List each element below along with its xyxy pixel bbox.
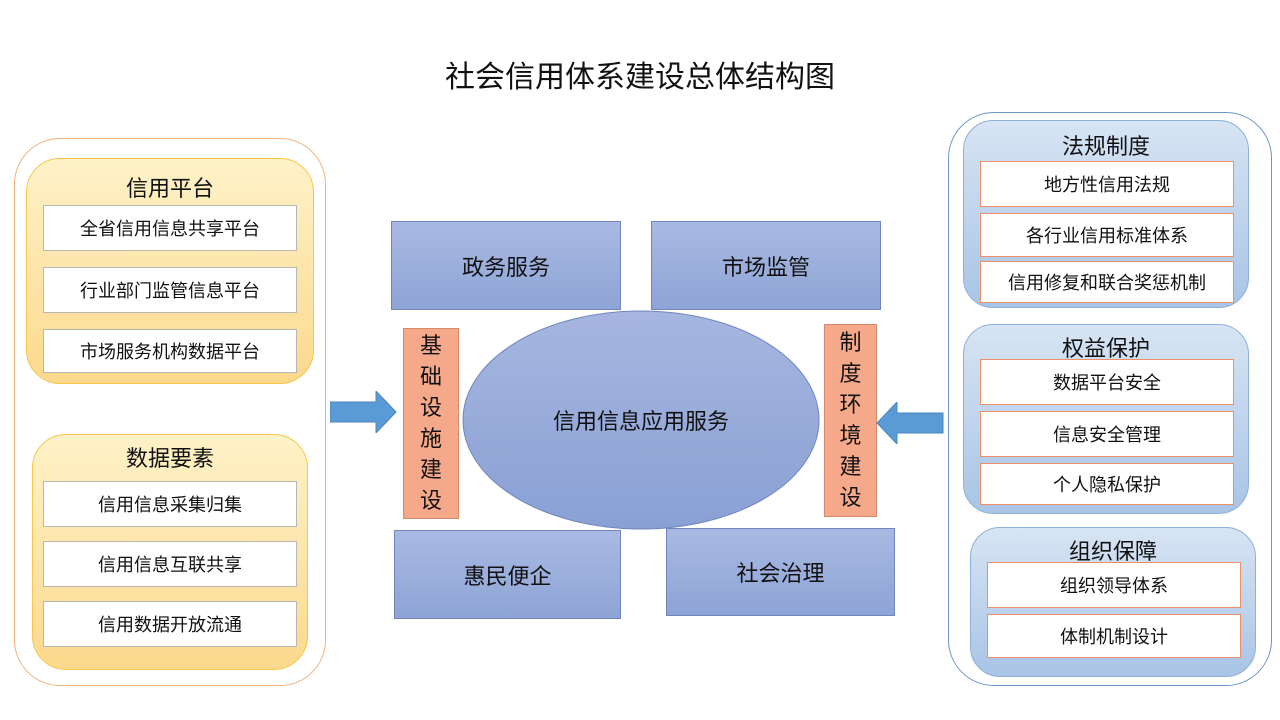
box-government-services: 政务服务 bbox=[391, 221, 621, 310]
arrow-left-icon bbox=[876, 402, 944, 444]
pillar-char: 设 bbox=[419, 395, 442, 421]
group-title: 权益保护 bbox=[1061, 337, 1150, 362]
list-item: 信用信息采集归集 bbox=[43, 481, 297, 527]
pillar-char: 境 bbox=[839, 423, 862, 449]
box-social-governance: 社会治理 bbox=[666, 528, 895, 616]
core-label: 信用信息应用服务 bbox=[552, 410, 729, 435]
pillar-char: 基 bbox=[419, 333, 442, 359]
group-regulations: 法规制度 地方性信用法规 各行业信用标准体系 信用修复和联合奖惩机制 bbox=[963, 120, 1249, 308]
group-title: 组织保障 bbox=[1068, 540, 1157, 565]
list-item: 各行业信用标准体系 bbox=[980, 213, 1234, 257]
pillar-infrastructure: 基 础 设 施 建 设 bbox=[403, 328, 459, 519]
list-item: 体制机制设计 bbox=[987, 614, 1241, 658]
pillar-char: 础 bbox=[419, 364, 442, 390]
list-item: 市场服务机构数据平台 bbox=[43, 329, 297, 373]
box-people-enterprise: 惠民便企 bbox=[394, 530, 621, 619]
list-item: 行业部门监管信息平台 bbox=[43, 267, 297, 313]
pillar-char: 环 bbox=[839, 392, 862, 418]
pillar-char: 施 bbox=[419, 426, 442, 452]
arrow-right-icon bbox=[330, 391, 397, 433]
group-title: 信用平台 bbox=[125, 177, 214, 202]
diagram-title: 社会信用体系建设总体结构图 bbox=[445, 60, 835, 95]
pillar-char: 设 bbox=[839, 485, 862, 511]
group-credit-platform: 信用平台 全省信用信息共享平台 行业部门监管信息平台 市场服务机构数据平台 bbox=[26, 158, 314, 384]
pillar-char: 度 bbox=[839, 361, 862, 387]
pillar-char: 设 bbox=[419, 488, 442, 514]
group-title: 法规制度 bbox=[1061, 135, 1150, 160]
pillar-char: 制 bbox=[839, 330, 862, 356]
list-item: 信用修复和联合奖惩机制 bbox=[980, 261, 1234, 303]
group-organizational-support: 组织保障 组织领导体系 体制机制设计 bbox=[970, 527, 1256, 677]
list-item: 地方性信用法规 bbox=[980, 161, 1234, 207]
list-item: 全省信用信息共享平台 bbox=[43, 205, 297, 251]
list-item: 数据平台安全 bbox=[980, 359, 1234, 405]
group-data-elements: 数据要素 信用信息采集归集 信用信息互联共享 信用数据开放流通 bbox=[32, 434, 308, 670]
list-item: 信用数据开放流通 bbox=[43, 601, 297, 647]
pillar-institutional-environment: 制 度 环 境 建 设 bbox=[824, 324, 877, 517]
pillar-char: 建 bbox=[839, 454, 862, 480]
box-market-supervision: 市场监管 bbox=[651, 221, 881, 310]
list-item: 信用信息互联共享 bbox=[43, 541, 297, 587]
list-item: 个人隐私保护 bbox=[980, 463, 1234, 505]
group-title: 数据要素 bbox=[125, 447, 214, 472]
list-item: 组织领导体系 bbox=[987, 562, 1241, 608]
pillar-char: 建 bbox=[419, 457, 442, 483]
core-ellipse: 信用信息应用服务 bbox=[462, 310, 820, 530]
group-rights-protection: 权益保护 数据平台安全 信息安全管理 个人隐私保护 bbox=[963, 324, 1249, 514]
list-item: 信息安全管理 bbox=[980, 411, 1234, 457]
